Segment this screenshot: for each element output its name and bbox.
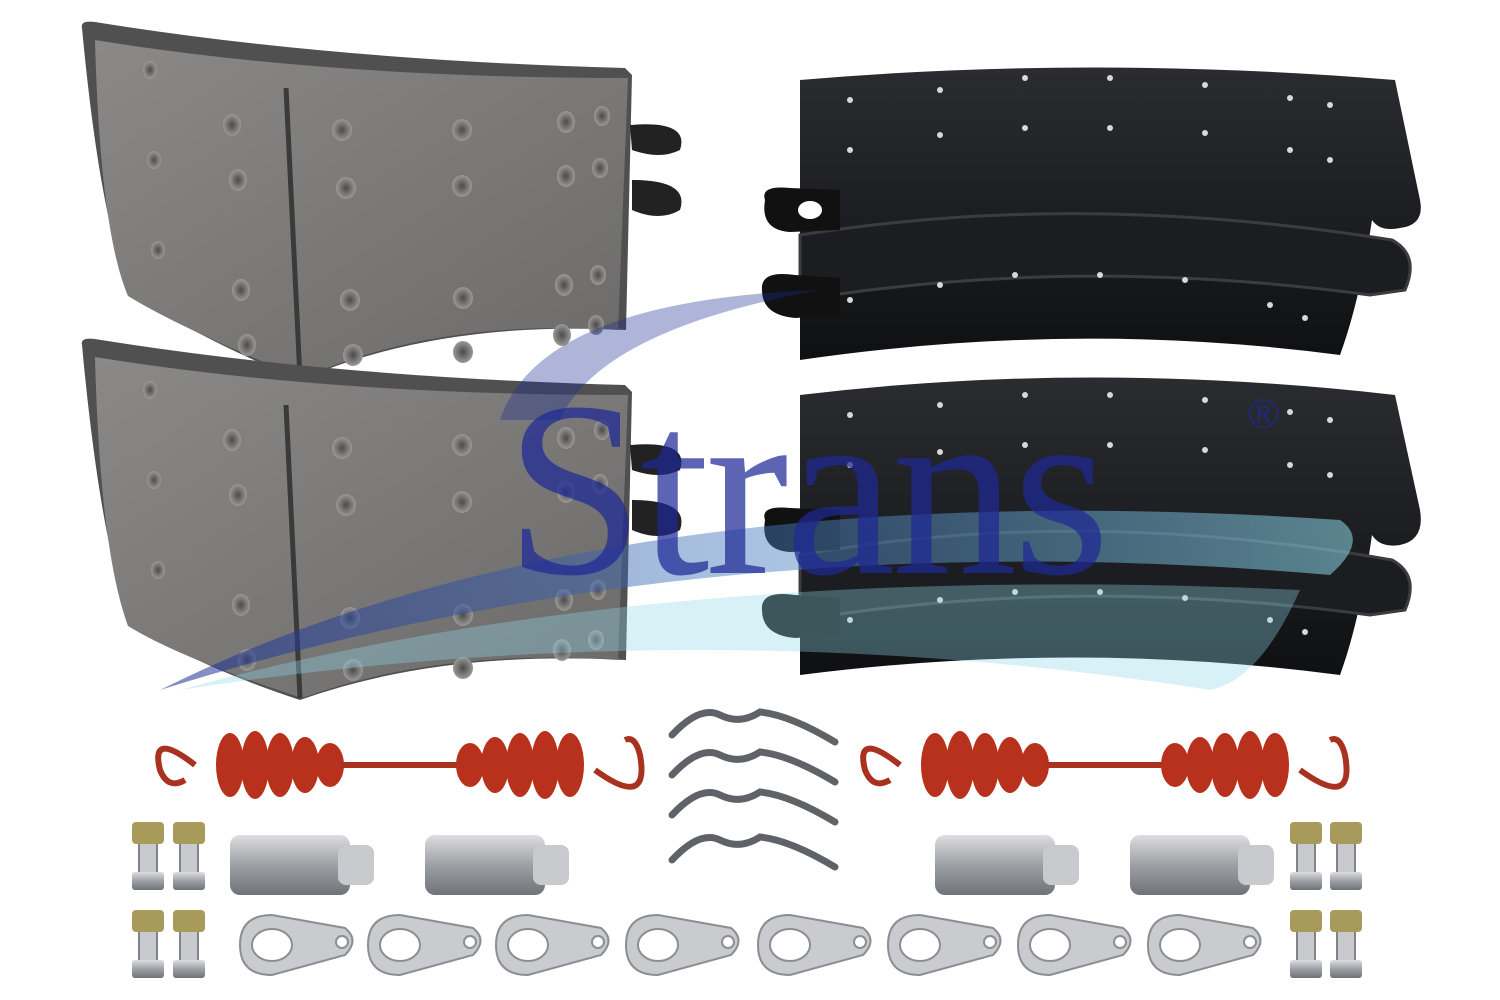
bolts-and-nuts [132,822,1362,978]
registered-trademark-icon: ® [1248,390,1279,437]
roller-bushings [230,835,1274,895]
watermark-logo-text: Strans [505,351,1110,628]
brake-lining-top-left [81,21,682,380]
return-spring-left [155,731,645,799]
return-spring-right [860,731,1350,799]
watermark-swoosh [160,290,1353,690]
anti-rattle-clips [668,708,839,871]
brake-shoe-top-right [761,67,1421,360]
brake-lining-bottom-left [81,338,682,700]
retainer-plates [238,913,1262,977]
